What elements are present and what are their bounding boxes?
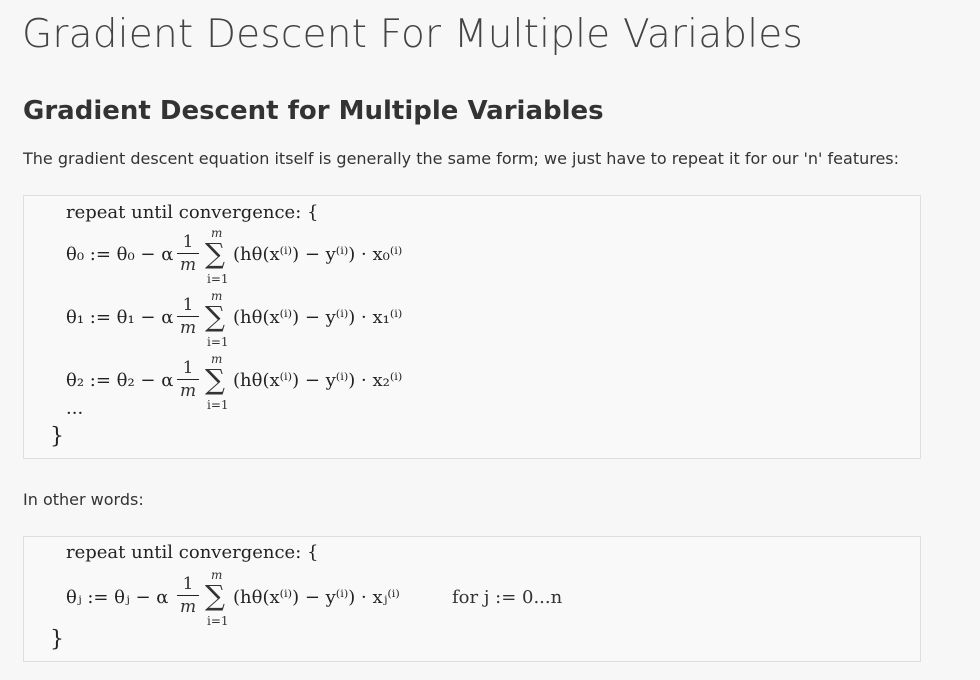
sum-lower-limit: i=1 <box>207 398 229 412</box>
update-rule-theta-1-rhs: (hθ(x⁽ⁱ⁾) − y⁽ⁱ⁾) · x₁⁽ⁱ⁾ <box>233 307 403 328</box>
sum-lower-limit: i=1 <box>207 614 229 628</box>
fraction-denominator: m <box>179 381 197 401</box>
update-rule-theta-1-lhs: θ₁ := θ₁ − α <box>66 307 174 328</box>
fraction-denominator: m <box>179 255 197 275</box>
sum-upper-limit: m <box>211 352 223 366</box>
page-title: Gradient Descent For Multiple Variables <box>22 12 804 57</box>
equation-block-vectorized: repeat until convergence: { θⱼ := θⱼ − α… <box>23 536 921 662</box>
ellipsis: ··· <box>66 403 84 424</box>
update-rule-theta-0-rhs: (hθ(x⁽ⁱ⁾) − y⁽ⁱ⁾) · x₀⁽ⁱ⁾ <box>233 244 403 265</box>
sum-upper-limit: m <box>211 226 223 240</box>
closing-brace: } <box>50 627 64 652</box>
section-heading: Gradient Descent for Multiple Variables <box>23 96 604 126</box>
update-rule-theta-2-lhs: θ₂ := θ₂ − α <box>66 370 174 391</box>
summation-symbol: ∑ <box>205 579 225 612</box>
fraction-denominator: m <box>179 597 197 617</box>
repeat-header: repeat until convergence: { <box>66 202 319 223</box>
update-rule-theta-2-rhs: (hθ(x⁽ⁱ⁾) − y⁽ⁱ⁾) · x₂⁽ⁱ⁾ <box>233 370 403 391</box>
sum-upper-limit: m <box>211 289 223 303</box>
summation-symbol: ∑ <box>205 300 225 333</box>
intro-paragraph: The gradient descent equation itself is … <box>23 149 900 168</box>
summation-symbol: ∑ <box>205 237 225 270</box>
update-rule-theta-j-rhs: (hθ(x⁽ⁱ⁾) − y⁽ⁱ⁾) · xⱼ⁽ⁱ⁾ <box>233 587 400 608</box>
repeat-header: repeat until convergence: { <box>66 542 319 563</box>
update-rule-theta-0-lhs: θ₀ := θ₀ − α <box>66 244 174 265</box>
update-rule-theta-j-lhs: θⱼ := θⱼ − α <box>66 587 169 608</box>
summation-symbol: ∑ <box>205 363 225 396</box>
fraction-numerator: 1 <box>182 358 194 378</box>
sum-lower-limit: i=1 <box>207 272 229 286</box>
fraction-numerator: 1 <box>182 232 194 252</box>
sum-lower-limit: i=1 <box>207 335 229 349</box>
fraction-numerator: 1 <box>182 574 194 594</box>
fraction-denominator: m <box>179 318 197 338</box>
equation-block-general: repeat until convergence: { θ₀ := θ₀ − α… <box>23 195 921 459</box>
other-words-text: In other words: <box>23 490 144 509</box>
sum-upper-limit: m <box>211 568 223 582</box>
fraction-numerator: 1 <box>182 295 194 315</box>
for-j-range: for j := 0...n <box>452 587 563 608</box>
closing-brace: } <box>50 424 64 449</box>
